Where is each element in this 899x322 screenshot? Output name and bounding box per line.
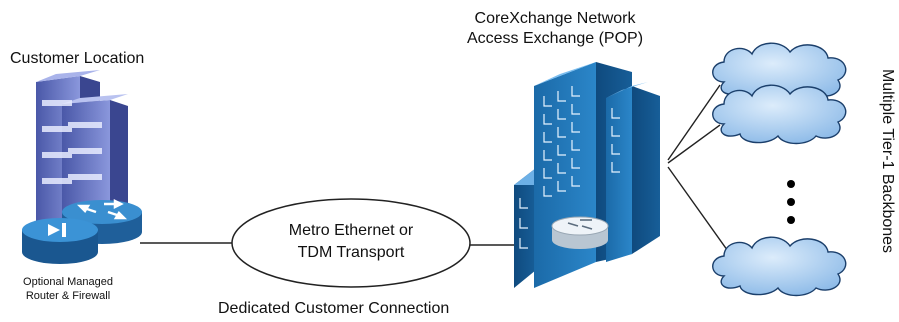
server-rack-icon xyxy=(36,70,128,244)
transport-ellipse xyxy=(231,198,471,288)
more-backbones-dots xyxy=(787,180,795,224)
cloud-icon xyxy=(712,42,847,297)
backbones-label: Multiple Tier-1 Backbones xyxy=(879,68,896,254)
router-label-line1: Optional Managed xyxy=(23,276,113,288)
customer-location-label: Customer Location xyxy=(10,50,145,67)
transport-line2: TDM Transport xyxy=(297,244,405,261)
backbones-label-wrapper: Multiple Tier-1 Backbones xyxy=(876,0,898,322)
building-icon xyxy=(514,54,660,288)
firewall-icon xyxy=(22,218,98,264)
transport-line1: Metro Ethernet or xyxy=(288,222,414,239)
pop-title-line1: CoreXchange Network xyxy=(474,10,636,27)
router-icon xyxy=(62,198,142,244)
router-label-line2: Router & Firewall xyxy=(25,290,111,302)
pop-title-line2: Access Exchange (POP) xyxy=(466,30,644,47)
connection-label: Dedicated Customer Connection xyxy=(218,300,450,317)
